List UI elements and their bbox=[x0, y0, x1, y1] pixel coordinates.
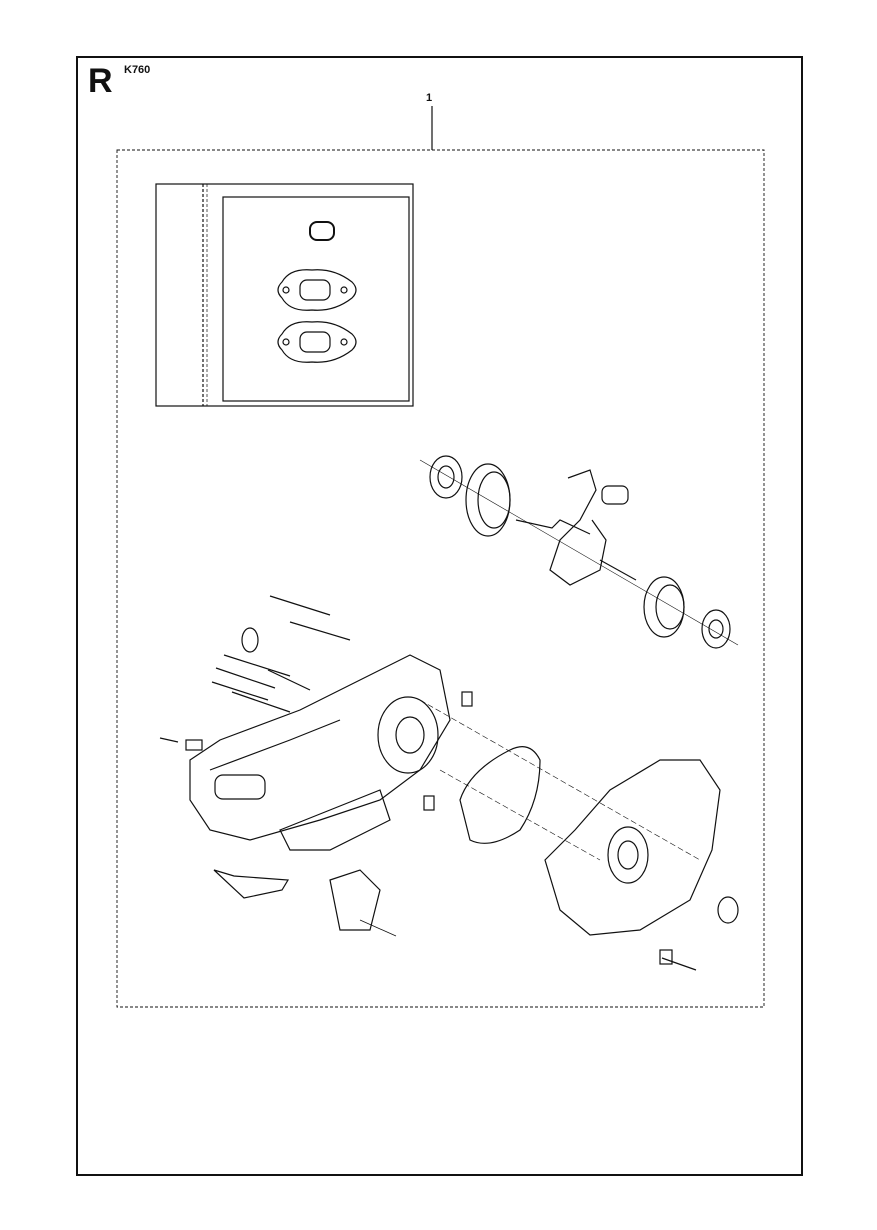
crankcase-right-icon bbox=[419, 699, 739, 971]
callout-number: 1 bbox=[426, 92, 433, 104]
section-letter: R bbox=[88, 62, 113, 100]
crankshaft-icon bbox=[419, 455, 739, 649]
model-label: K760 bbox=[124, 64, 151, 76]
crankcase-icon bbox=[159, 595, 541, 937]
kit-boundary bbox=[116, 149, 765, 1008]
gasket-kit-icon bbox=[155, 183, 414, 407]
page-frame bbox=[76, 56, 803, 1176]
